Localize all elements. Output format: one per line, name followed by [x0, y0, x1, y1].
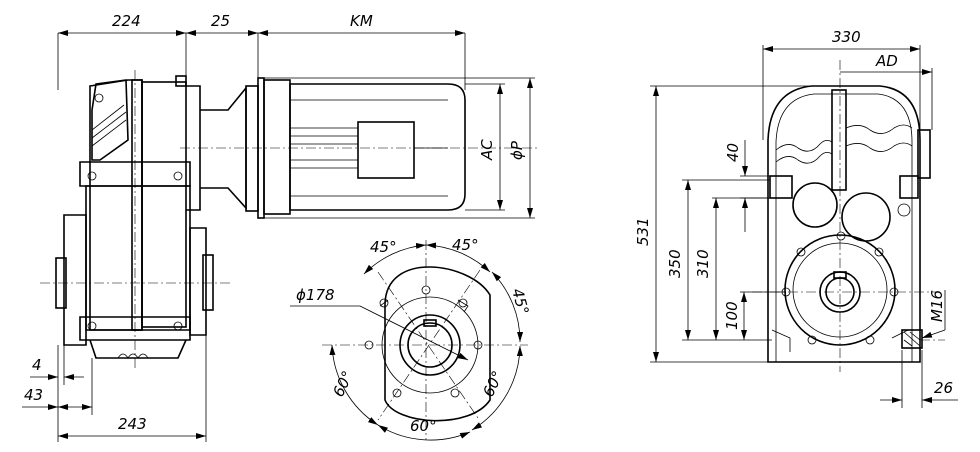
- dim-km: KM: [350, 12, 373, 30]
- dim-p: ϕP: [508, 140, 526, 160]
- dim-m16: M16: [928, 290, 946, 322]
- dim-243: 243: [118, 415, 147, 433]
- angle-bottom: 60°: [410, 417, 437, 435]
- dim-310: 310: [694, 249, 712, 278]
- dim-diameter-178: ϕ178: [296, 286, 335, 304]
- side-view: 224 25 KM AC ϕP 4 43 243: [22, 12, 540, 442]
- dim-100: 100: [723, 301, 741, 330]
- flange-view: 45° 45° 45° 60° 60° 60° ϕ178: [290, 236, 532, 441]
- dim-26: 26: [934, 379, 953, 397]
- dim-43: 43: [24, 386, 43, 404]
- dim-330: 330: [832, 28, 861, 46]
- dim-224: 224: [112, 12, 141, 30]
- angle-left: 60°: [329, 368, 357, 400]
- front-view: 330 AD 531 40 350 310 100 M16: [634, 28, 958, 408]
- angle-top-right: 45°: [452, 236, 479, 254]
- dim-350: 350: [666, 249, 684, 278]
- gearbox-housing: [55, 75, 214, 359]
- dim-25: 25: [211, 12, 230, 30]
- dim-ac: AC: [478, 139, 496, 161]
- dim-531: 531: [634, 217, 652, 246]
- angle-right: 45°: [508, 286, 532, 316]
- dim-ad: AD: [875, 52, 898, 70]
- dim-40: 40: [724, 143, 742, 162]
- dim-4: 4: [32, 356, 42, 374]
- angle-top-left: 45°: [370, 238, 397, 256]
- angle-bottom-right: 60°: [479, 368, 507, 400]
